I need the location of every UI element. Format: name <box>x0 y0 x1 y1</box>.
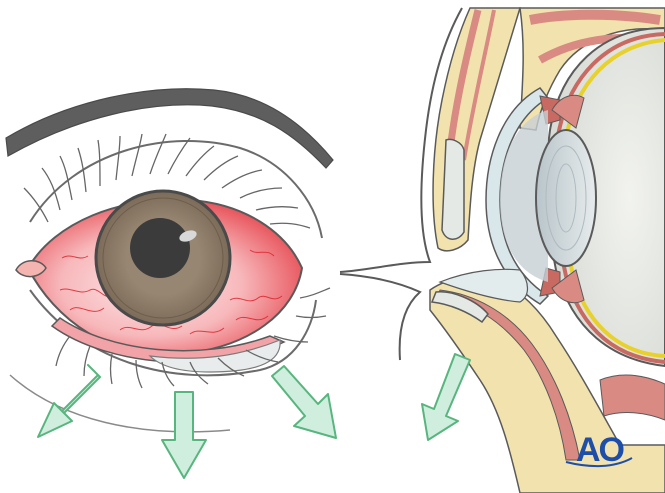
cornea <box>485 87 550 305</box>
eyebrow-shape <box>5 88 334 169</box>
lower-eyelashes <box>55 287 331 389</box>
arrow-down-left-icon <box>37 364 101 438</box>
front-view-eye-icon <box>5 88 337 479</box>
pupil <box>130 218 190 278</box>
arrow-down-right-icon <box>271 365 337 439</box>
face-profile-outline <box>339 7 463 273</box>
ao-logo: AO <box>576 431 625 469</box>
lens <box>535 129 597 267</box>
sagittal-section-eye-icon <box>339 7 665 493</box>
ao-logo-swoosh <box>565 457 633 468</box>
caruncle <box>15 260 47 278</box>
upper-eyelashes <box>23 133 311 229</box>
lower-tarsus <box>430 291 489 324</box>
arrow-down-left-icon <box>421 353 471 441</box>
upper-tarsus <box>441 138 465 240</box>
upper-lid-crease <box>29 140 323 239</box>
tear-film <box>148 339 281 373</box>
orbital-roof <box>519 7 665 131</box>
tear-flow-arrows <box>37 364 337 479</box>
conjunctival-vessels <box>59 249 283 335</box>
tear-meniscus <box>438 268 529 303</box>
arrow-down-icon <box>161 391 207 479</box>
lower-lid-rim <box>50 317 286 364</box>
pupil-highlight <box>179 230 197 242</box>
